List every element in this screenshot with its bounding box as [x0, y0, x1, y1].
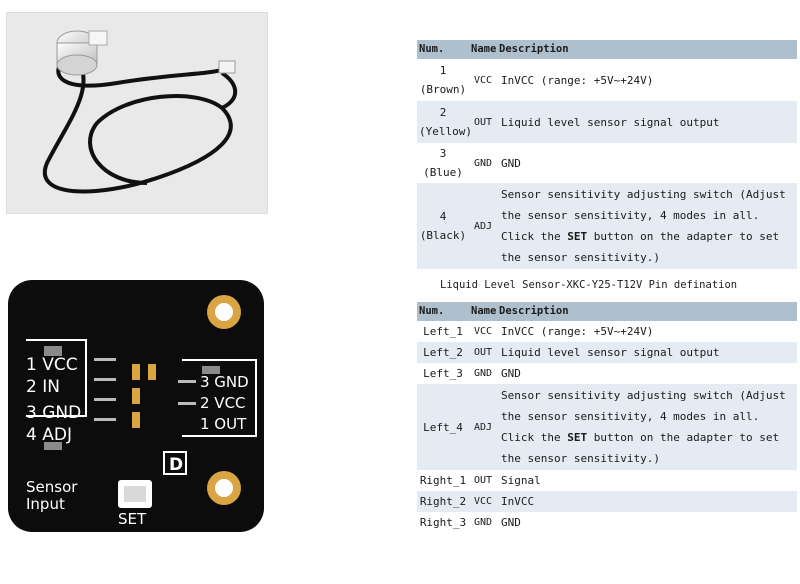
cell-num: 2 (Yellow) — [417, 101, 472, 143]
cell-description: GND — [497, 143, 797, 183]
cell-name: OUT — [469, 101, 497, 143]
table-row: 3 (Blue) GND GND — [417, 143, 797, 183]
adapter-board-image: 1 VCC 2 IN 3 GND 4 ADJ 3 GND 2 VCC 1 OUT… — [6, 266, 268, 534]
board-right-label: 3 GND — [200, 373, 249, 391]
cell-description: Liquid level sensor signal output — [497, 101, 797, 143]
header-num: Num. — [417, 302, 469, 321]
cell-name: ADJ — [469, 183, 497, 269]
cell-num: Left_3 — [417, 363, 469, 384]
sensor-photo — [6, 12, 268, 214]
board-left-label: 1 VCC — [26, 355, 78, 375]
board-left-label: 4 ADJ — [26, 425, 72, 445]
cell-name: GND — [469, 143, 497, 183]
cell-description: Signal — [497, 470, 797, 491]
cell-name: ADJ — [469, 384, 497, 470]
cell-description: Sensor sensitivity adjusting switch (Adj… — [497, 384, 797, 470]
pin-table-sensor: Num. Name Description 1 (Brown) VCC InVC… — [417, 40, 797, 269]
cell-name: VCC — [469, 321, 497, 342]
board-left-label: 2 IN — [26, 377, 60, 397]
cell-num: Left_1 — [417, 321, 469, 342]
board-d-mark: D — [169, 455, 183, 475]
cell-description: GND — [497, 512, 797, 533]
header-description: Description — [497, 302, 797, 321]
sensor-label-line: Input — [26, 495, 65, 513]
cell-name: OUT — [469, 470, 497, 491]
table-header-row: Num. Name Description — [417, 40, 797, 59]
table-row: Left_3 GND GND — [417, 363, 797, 384]
pin-table-adapter: Num. Name Description Left_1 VCC InVCC (… — [417, 302, 797, 533]
cell-num: Right_3 — [417, 512, 469, 533]
table-row: 2 (Yellow) OUT Liquid level sensor signa… — [417, 101, 797, 143]
cell-name: OUT — [469, 342, 497, 363]
pin-definition-caption: Liquid Level Sensor-XKC-Y25-T12V Pin def… — [440, 279, 738, 291]
cell-name: GND — [469, 512, 497, 533]
desc-text: button on the adapter to set the sensor … — [501, 431, 780, 465]
table-row: Right_1 OUT Signal — [417, 470, 797, 491]
sensor-label-line: Sensor — [26, 478, 78, 496]
desc-text: Sensor sensitivity adjusting switch (Adj… — [501, 188, 786, 243]
cell-num: 4 (Black) — [417, 183, 469, 269]
board-sensor-label: Sensor Input — [26, 478, 82, 513]
adapter-board-illustration: 1 VCC 2 IN 3 GND 4 ADJ 3 GND 2 VCC 1 OUT… — [8, 280, 264, 532]
header-name: Name — [469, 302, 497, 321]
desc-text: Sensor sensitivity adjusting switch (Adj… — [501, 389, 786, 444]
cell-num: Left_2 — [417, 342, 469, 363]
board-right-label: 1 OUT — [200, 415, 247, 433]
table-row: 1 (Brown) VCC InVCC (range: +5V~+24V) — [417, 59, 797, 101]
cell-description: Liquid level sensor signal output — [497, 342, 797, 363]
table-header-row: Num. Name Description — [417, 302, 797, 321]
desc-text: button on the adapter to set the sensor … — [501, 230, 780, 264]
table-row: Left_1 VCC InVCC (range: +5V~+24V) — [417, 321, 797, 342]
table-row: Left_4 ADJ Sensor sensitivity adjusting … — [417, 384, 797, 470]
header-description: Description — [497, 40, 797, 59]
cell-name: VCC — [469, 491, 497, 512]
cell-num: Right_1 — [417, 470, 469, 491]
table-row: Left_2 OUT Liquid level sensor signal ou… — [417, 342, 797, 363]
cell-description: InVCC (range: +5V~+24V) — [497, 321, 797, 342]
sensor-cable-illustration — [42, 30, 238, 194]
cell-num: 3 (Blue) — [417, 143, 469, 183]
board-set-label: SET — [118, 510, 147, 528]
table-row: Right_3 GND GND — [417, 512, 797, 533]
desc-set-keyword: SET — [567, 230, 588, 243]
header-num: Num. — [417, 40, 469, 59]
cell-num: Left_4 — [417, 384, 469, 470]
table-row: Right_2 VCC InVCC — [417, 491, 797, 512]
board-right-label: 2 VCC — [200, 394, 246, 412]
cell-name: VCC — [469, 59, 497, 101]
cell-description: GND — [497, 363, 797, 384]
cell-description: Sensor sensitivity adjusting switch (Adj… — [497, 183, 797, 269]
desc-set-keyword: SET — [567, 431, 588, 444]
header-name: Name — [469, 40, 497, 59]
cell-name: GND — [469, 363, 497, 384]
cell-description: InVCC (range: +5V~+24V) — [497, 59, 797, 101]
cell-num: 1 (Brown) — [417, 59, 469, 101]
cell-description: InVCC — [497, 491, 797, 512]
board-left-label: 3 GND — [26, 403, 81, 423]
table-row: 4 (Black) ADJ Sensor sensitivity adjusti… — [417, 183, 797, 269]
cell-num: Right_2 — [417, 491, 469, 512]
